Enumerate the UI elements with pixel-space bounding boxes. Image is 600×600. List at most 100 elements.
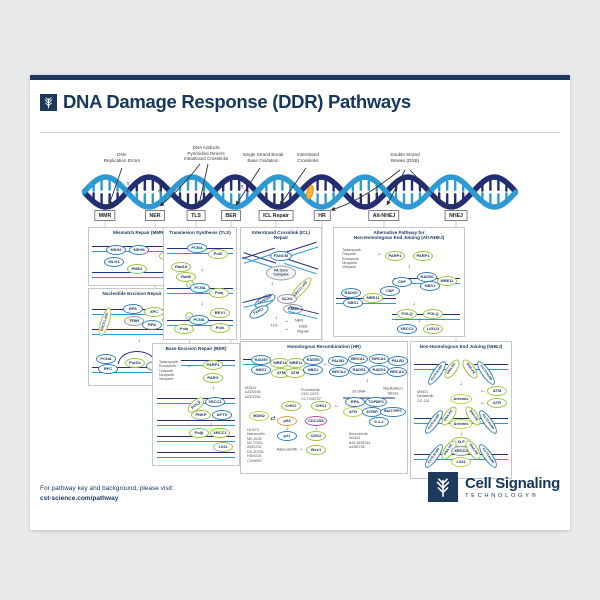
pathway-box-ber: Base Excision Repair (BER)Talazoparib Ru… — [152, 343, 240, 466]
node-fa-core-complex: FA Core Complex — [266, 265, 296, 281]
node-cdk2: CDK2 — [306, 431, 326, 441]
arrow-glyph: ← — [480, 400, 486, 406]
arrow-glyph: → — [322, 361, 328, 367]
drug-list: Talazoparib Rucaparib Olaparib Niraparib… — [159, 360, 178, 382]
pathway-box-title: Translesion Synthesis (TLS) — [169, 230, 231, 235]
node-mre11: MRE11 — [363, 293, 383, 303]
pathway-box-title: Mismatch Repair (MMR) — [112, 230, 166, 235]
arrow-glyph: ↓ — [412, 301, 416, 307]
arrow-glyph: ↓ — [209, 422, 213, 428]
node-rpa: RPA — [123, 304, 143, 314]
node-wee1: Wee1 — [306, 445, 326, 455]
node-pol: Polη — [174, 324, 194, 334]
node-ctip: CtIP — [380, 286, 400, 296]
dna-lines — [92, 329, 186, 335]
helix-base-letter: A — [158, 181, 162, 187]
damage-label: DNA Adducts Pyrimidine Dimers Intrastran… — [183, 145, 229, 162]
damage-label: Double Strand Breaks (DSB) — [390, 152, 420, 163]
node-pol: Polδ/ε — [125, 358, 145, 368]
node-nbs1: NBS1 — [251, 365, 271, 375]
node-fancm: FANCM — [270, 251, 292, 261]
arrow-glyph: ↓ — [417, 318, 421, 324]
node-parp1: PARP1 — [385, 251, 405, 261]
helix-base-letter: T — [246, 190, 250, 196]
arrow-glyph: ← — [334, 403, 340, 409]
node-rpa: RPA — [345, 397, 365, 407]
node-slx4: SLX4 — [277, 294, 297, 304]
pathway-diagram: DNA Replication Errors DNA Adducts Pyrimi… — [30, 80, 570, 530]
node-rev1: REV1 — [210, 308, 230, 318]
pathway-box-title: Alternative Pathway for Non-Homologous E… — [353, 230, 445, 241]
dna-lines — [243, 359, 257, 365]
pathway-tag-mmr: MMR — [94, 210, 116, 221]
node-palb2: PALB2 — [388, 356, 408, 366]
node-p21: p21 — [277, 431, 297, 441]
node-xrcc1: XRCC1 — [210, 428, 230, 438]
node-chk2: CHK2 — [281, 401, 301, 411]
dna-lines — [288, 306, 319, 319]
arrow-glyph: ↓ — [270, 281, 274, 287]
arrow-glyph: → — [186, 363, 192, 369]
helix-base-letter: G — [158, 188, 162, 194]
node-pol: Polβ — [189, 428, 209, 438]
node-rad50: RAD50 — [251, 355, 271, 365]
node-rad50: RAD50 — [303, 355, 323, 365]
node-atm: ATM — [487, 386, 507, 396]
damage-label: Interstrand Crosslinks — [297, 152, 319, 163]
pathway-box-alt-nhej: Alternative Pathway for Non-Homologous E… — [333, 227, 465, 337]
node-mdm2: MDM2 — [249, 411, 269, 421]
node-lig3: LIG3 — [213, 442, 233, 452]
node-polq: POLQ — [423, 309, 443, 319]
pathway-tag-tls: TLS — [186, 210, 206, 221]
poster-card: DNA Damage Response (DDR) Pathways — [30, 75, 570, 530]
arrow-glyph: → — [376, 251, 382, 257]
drug-list: Talazoparib Olaparib Rucaparib Niraparib… — [342, 248, 361, 270]
node-mlh1: MLH1 — [104, 257, 124, 267]
node-9-1-1: 9-1-1 — [369, 417, 389, 427]
node-palb2: PALB2 — [328, 356, 348, 366]
node-lig4: LIG4 — [451, 457, 471, 467]
node-nbs1: NBS1 — [303, 365, 323, 375]
node-artemis: Artemis — [450, 394, 472, 404]
node-atr: ATR — [343, 407, 363, 417]
node-pcna: PCNA — [189, 315, 209, 325]
node-xrcc1: XRCC1 — [205, 397, 225, 407]
diagram-label: NER — [294, 317, 304, 323]
node-chk1: CHK1 — [311, 401, 331, 411]
pathway-box-nhej: Non-Homologous End Joining (NHEJ)KU70-KU… — [410, 341, 512, 479]
pathway-tag-nhej: NHEJ — [444, 210, 468, 221]
drug-list: M3541 AZD0156 AZD1390 — [245, 386, 261, 399]
diagram-label: DSB Repair — [297, 323, 309, 333]
node-pms2: PMS2 — [127, 264, 147, 274]
node-tfiih: TFIIH — [124, 316, 144, 326]
footer-link[interactable]: cst-science.com/pathway — [40, 494, 119, 502]
damage-label: Single Strand Break Base Oxidation — [242, 152, 284, 163]
node-rfc: RFC — [98, 364, 118, 374]
node-pcna: PCNA — [187, 243, 207, 253]
node-rad18: Rad18 — [171, 262, 191, 272]
damage-label: DNA Replication Errors — [103, 152, 141, 163]
drug-list: Prexasertib GDC-0575 CCT245737 — [301, 388, 321, 401]
node-msh6: MSH6 — [129, 245, 149, 255]
pathway-tag-alt-nhej: Alt-NHEJ — [368, 210, 400, 221]
footer-line1: For pathway key and background, please v… — [40, 485, 174, 492]
arrow-glyph: ↓ — [459, 381, 463, 387]
drug-list: HLI373 Idasanutlin MK-8242 MI-77301 AMG2… — [247, 428, 265, 463]
pathway-tag-ner: NER — [145, 210, 165, 221]
arrow-glyph: ↓ — [285, 426, 289, 432]
dna-lines — [474, 364, 508, 370]
dna-lines — [414, 364, 448, 370]
cst-logo: Cell Signaling TECHNOLOGY® — [428, 472, 560, 502]
node-pcna: PCNA — [190, 283, 210, 293]
node-p53: p53 — [277, 416, 297, 426]
node-brca2: BRCA2 — [329, 367, 349, 377]
node-aptx: APTX — [212, 410, 232, 420]
node-parg: PARG — [203, 373, 223, 383]
brand-subtitle: TECHNOLOGY® — [465, 492, 539, 499]
node-msh2: MSH2 — [106, 245, 126, 255]
node-pol: Polη — [209, 288, 229, 298]
node-fan1: FAN1 — [283, 304, 303, 314]
